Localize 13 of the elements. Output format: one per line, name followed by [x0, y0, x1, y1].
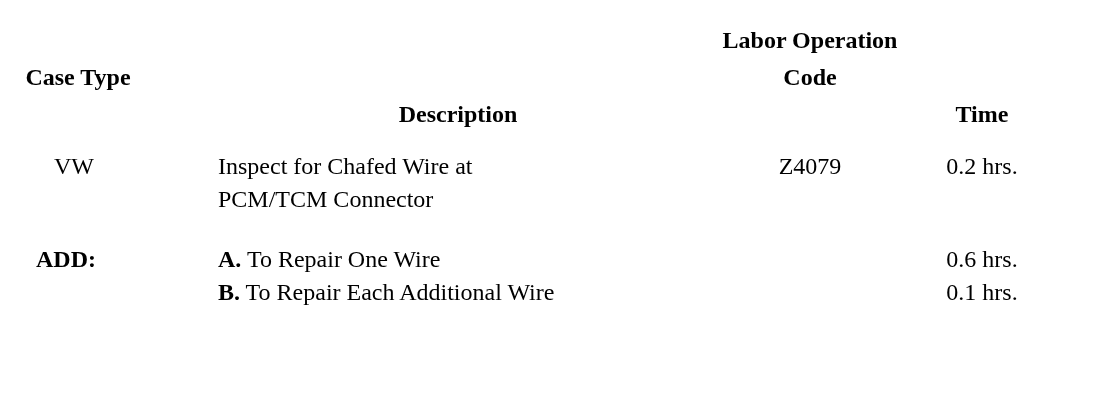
table-cell-text: VW: [53, 152, 95, 181]
table-cell-text: 0.2 hrs.: [945, 152, 1019, 181]
table-cell-text: B. To Repair Each Additional Wire: [218, 278, 556, 307]
table-cell-text: Z4079: [777, 152, 843, 181]
column-header: Time: [954, 100, 1010, 129]
column-header: Description: [397, 100, 519, 129]
column-header: Case Type: [24, 63, 132, 92]
table-cell-text: 0.6 hrs.: [945, 245, 1019, 274]
table-cell-text: ADD:: [36, 245, 97, 274]
table-cell-text: Inspect for Chafed Wire at PCM/TCM Connector: [218, 152, 474, 214]
table-cell-text: A. To Repair One Wire: [218, 245, 442, 274]
table-cell-text: 0.1 hrs.: [945, 278, 1019, 307]
column-header: Labor Operation Code: [721, 26, 899, 92]
